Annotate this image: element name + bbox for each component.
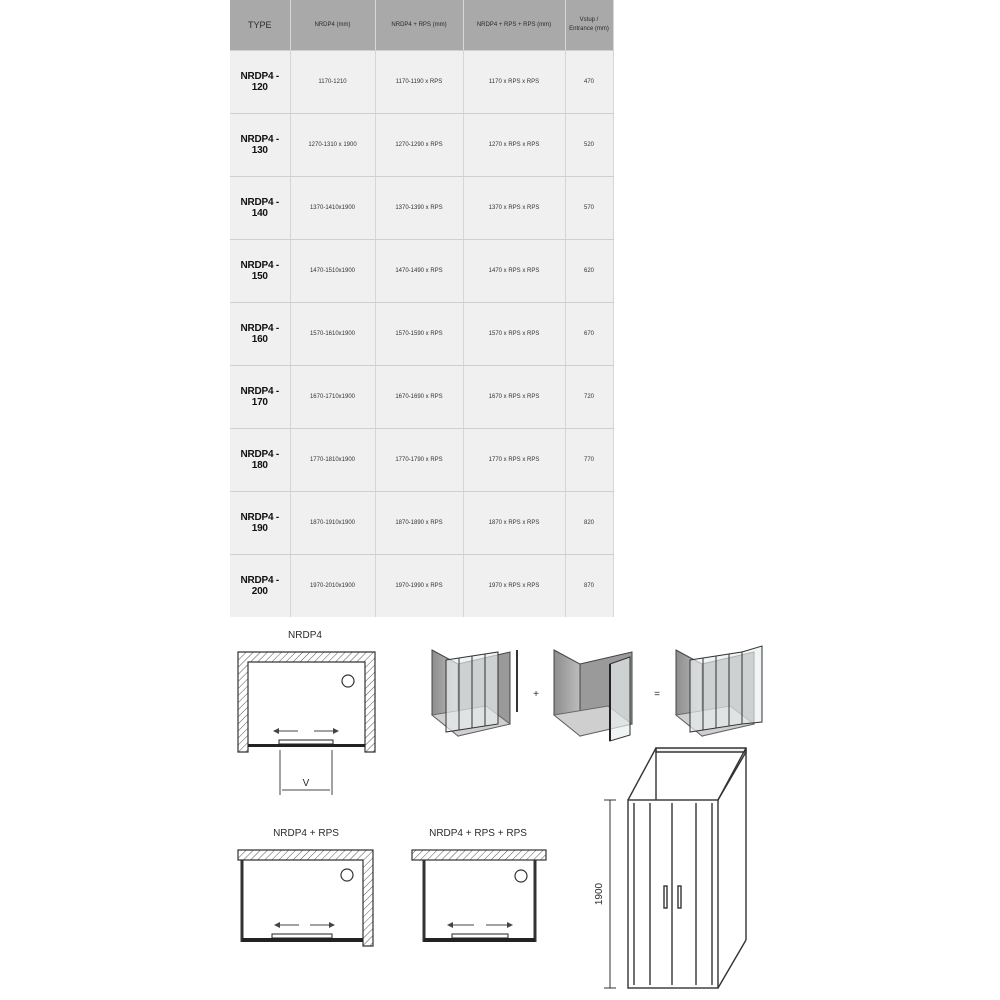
table-cell: 1470 x RPS x RPS (463, 239, 566, 303)
header-entrance: Vstup / Entrance (mm) (565, 0, 614, 51)
table-cell: 1670-1710x1900 (290, 365, 376, 429)
type-cell: NRDP4 - 150 (230, 239, 291, 303)
type-cell: NRDP4 - 140 (230, 176, 291, 240)
table-cell: 1670 x RPS x RPS (463, 365, 566, 429)
table-cell: 1370 x RPS x RPS (463, 176, 566, 240)
table-cell: 470 (565, 50, 614, 114)
header-nrdp4: NRDP4 (mm) (290, 0, 376, 51)
table-cell: 1870 x RPS x RPS (463, 491, 566, 555)
table-cell: 570 (565, 176, 614, 240)
table-cell: 1770-1810x1900 (290, 428, 376, 492)
table-cell: 1870-1910x1900 (290, 491, 376, 555)
height-label: 1900 (594, 882, 605, 905)
type-cell: NRDP4 - 190 (230, 491, 291, 555)
drain-icon (341, 674, 355, 688)
table-cell: 820 (565, 491, 614, 555)
wall-hatch (237, 651, 376, 753)
type-cell: NRDP4 - 120 (230, 50, 291, 114)
nrdp4-rps-rps-plan: NRDP4 + RPS + RPS (411, 828, 547, 942)
nrdp4-rps-plan: NRDP4 + RPS (237, 828, 374, 947)
table-cell: 1170-1190 x RPS (375, 50, 464, 114)
nrdp4-rps-rps-title: NRDP4 + RPS + RPS (429, 828, 527, 839)
combination-equation: + = (430, 645, 763, 742)
door-track (242, 938, 363, 942)
drain-icon (514, 869, 528, 883)
nrdp4-plan: NRDP4 V (237, 630, 376, 795)
table-cell: 870 (565, 554, 614, 617)
nrdp4-rps-title: NRDP4 + RPS (273, 828, 339, 839)
table-cell: 1170-1210 (290, 50, 376, 114)
table-cell: 1970-2010x1900 (290, 554, 376, 617)
plus-sign: + (533, 689, 539, 700)
entrance-label: V (303, 778, 310, 789)
table-cell: 1770 x RPS x RPS (463, 428, 566, 492)
door-panel (271, 933, 333, 939)
table-cell: 1270-1310 x 1900 (290, 113, 376, 177)
table-cell: 1370-1410x1900 (290, 176, 376, 240)
spec-table: TYPE NRDP4 (mm) NRDP4 + RPS (mm) NRDP4 +… (230, 0, 614, 617)
table-cell: 1770-1790 x RPS (375, 428, 464, 492)
drain-icon (340, 868, 354, 882)
equals-sign: = (654, 689, 660, 700)
type-cell: NRDP4 - 180 (230, 428, 291, 492)
table-cell: 1570 x RPS x RPS (463, 302, 566, 366)
door-track (424, 938, 535, 942)
table-cell: 1570-1610x1900 (290, 302, 376, 366)
wall-hatch (237, 849, 374, 947)
table-cell: 1670-1690 x RPS (375, 365, 464, 429)
header-nrdp4-rps-rps: NRDP4 + RPS + RPS (mm) (463, 0, 566, 51)
door-track (248, 744, 365, 747)
enclosure-3d-b (552, 649, 634, 742)
nrdp4-title: NRDP4 (288, 630, 322, 641)
type-cell: NRDP4 - 160 (230, 302, 291, 366)
table-cell: 670 (565, 302, 614, 366)
table-cell: 770 (565, 428, 614, 492)
table-cell: 1170 x RPS x RPS (463, 50, 566, 114)
enclosure-3d-perspective: 1900 (594, 747, 747, 989)
table-cell: 1570-1590 x RPS (375, 302, 464, 366)
type-cell: NRDP4 - 130 (230, 113, 291, 177)
header-type: TYPE (230, 0, 291, 51)
table-cell: 1870-1890 x RPS (375, 491, 464, 555)
header-nrdp4-rps: NRDP4 + RPS (mm) (375, 0, 464, 51)
wall-hatch (411, 849, 547, 861)
table-cell: 620 (565, 239, 614, 303)
table-cell: 1370-1390 x RPS (375, 176, 464, 240)
table-cell: 1270 x RPS x RPS (463, 113, 566, 177)
table-cell: 520 (565, 113, 614, 177)
table-cell: 1970 x RPS x RPS (463, 554, 566, 617)
type-cell: NRDP4 - 200 (230, 554, 291, 617)
table-cell: 1470-1490 x RPS (375, 239, 464, 303)
table-header-row: TYPE NRDP4 (mm) NRDP4 + RPS (mm) NRDP4 +… (230, 0, 614, 51)
door-panel (451, 933, 509, 939)
table-cell: 720 (565, 365, 614, 429)
table-cell: 1970-1990 x RPS (375, 554, 464, 617)
enclosure-3d-c (674, 645, 763, 738)
table-cell: 1270-1290 x RPS (375, 113, 464, 177)
enclosure-3d-a (430, 649, 518, 738)
door-panel (278, 739, 334, 745)
type-cell: NRDP4 - 170 (230, 365, 291, 429)
table-cell: 1470-1510x1900 (290, 239, 376, 303)
